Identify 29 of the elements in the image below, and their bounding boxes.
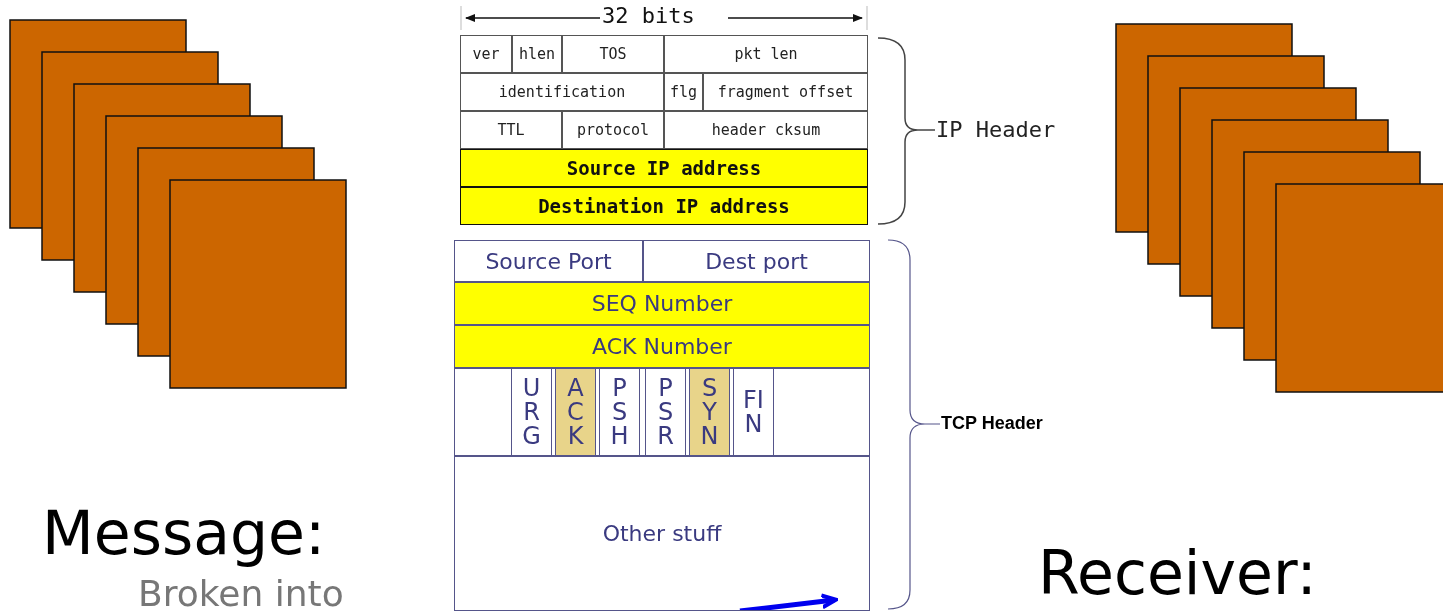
flag-cell: PSR [645, 368, 686, 456]
heading: Message: [42, 498, 326, 568]
flag-cell: SYN [689, 368, 730, 456]
heading: Receiver: [1038, 538, 1317, 608]
dimension-label: 32 bits [602, 8, 695, 23]
table-cell: Source IP address [460, 149, 868, 187]
flag-cell: FIN [733, 368, 774, 456]
table-cell: fragment offset [703, 73, 868, 111]
table-cell: pkt len [664, 35, 868, 73]
flag-cell: ACK [555, 368, 596, 456]
table-cell: hlen [512, 35, 562, 73]
bracket-label: TCP Header [941, 413, 1043, 434]
table-cell: ver [460, 35, 512, 73]
bracket-label: IP Header [936, 117, 1056, 143]
table-cell: SEQ Number [454, 282, 870, 325]
table-cell: identification [460, 73, 664, 111]
flag-cell: URG [511, 368, 552, 456]
table-cell: flg [664, 73, 703, 111]
table-cell: TOS [562, 35, 664, 73]
flag-cell: PSH [599, 368, 640, 456]
table-cell: TTL [460, 111, 562, 149]
caption-text: Broken into [138, 574, 344, 611]
table-cell: protocol [562, 111, 664, 149]
table-cell: Other stuff [454, 456, 870, 611]
table-cell: header cksum [664, 111, 868, 149]
table-cell: Source Port [454, 240, 643, 282]
table-cell: ACK Number [454, 325, 870, 368]
table-cell: Destination IP address [460, 187, 868, 225]
table-cell: Dest port [643, 240, 870, 282]
